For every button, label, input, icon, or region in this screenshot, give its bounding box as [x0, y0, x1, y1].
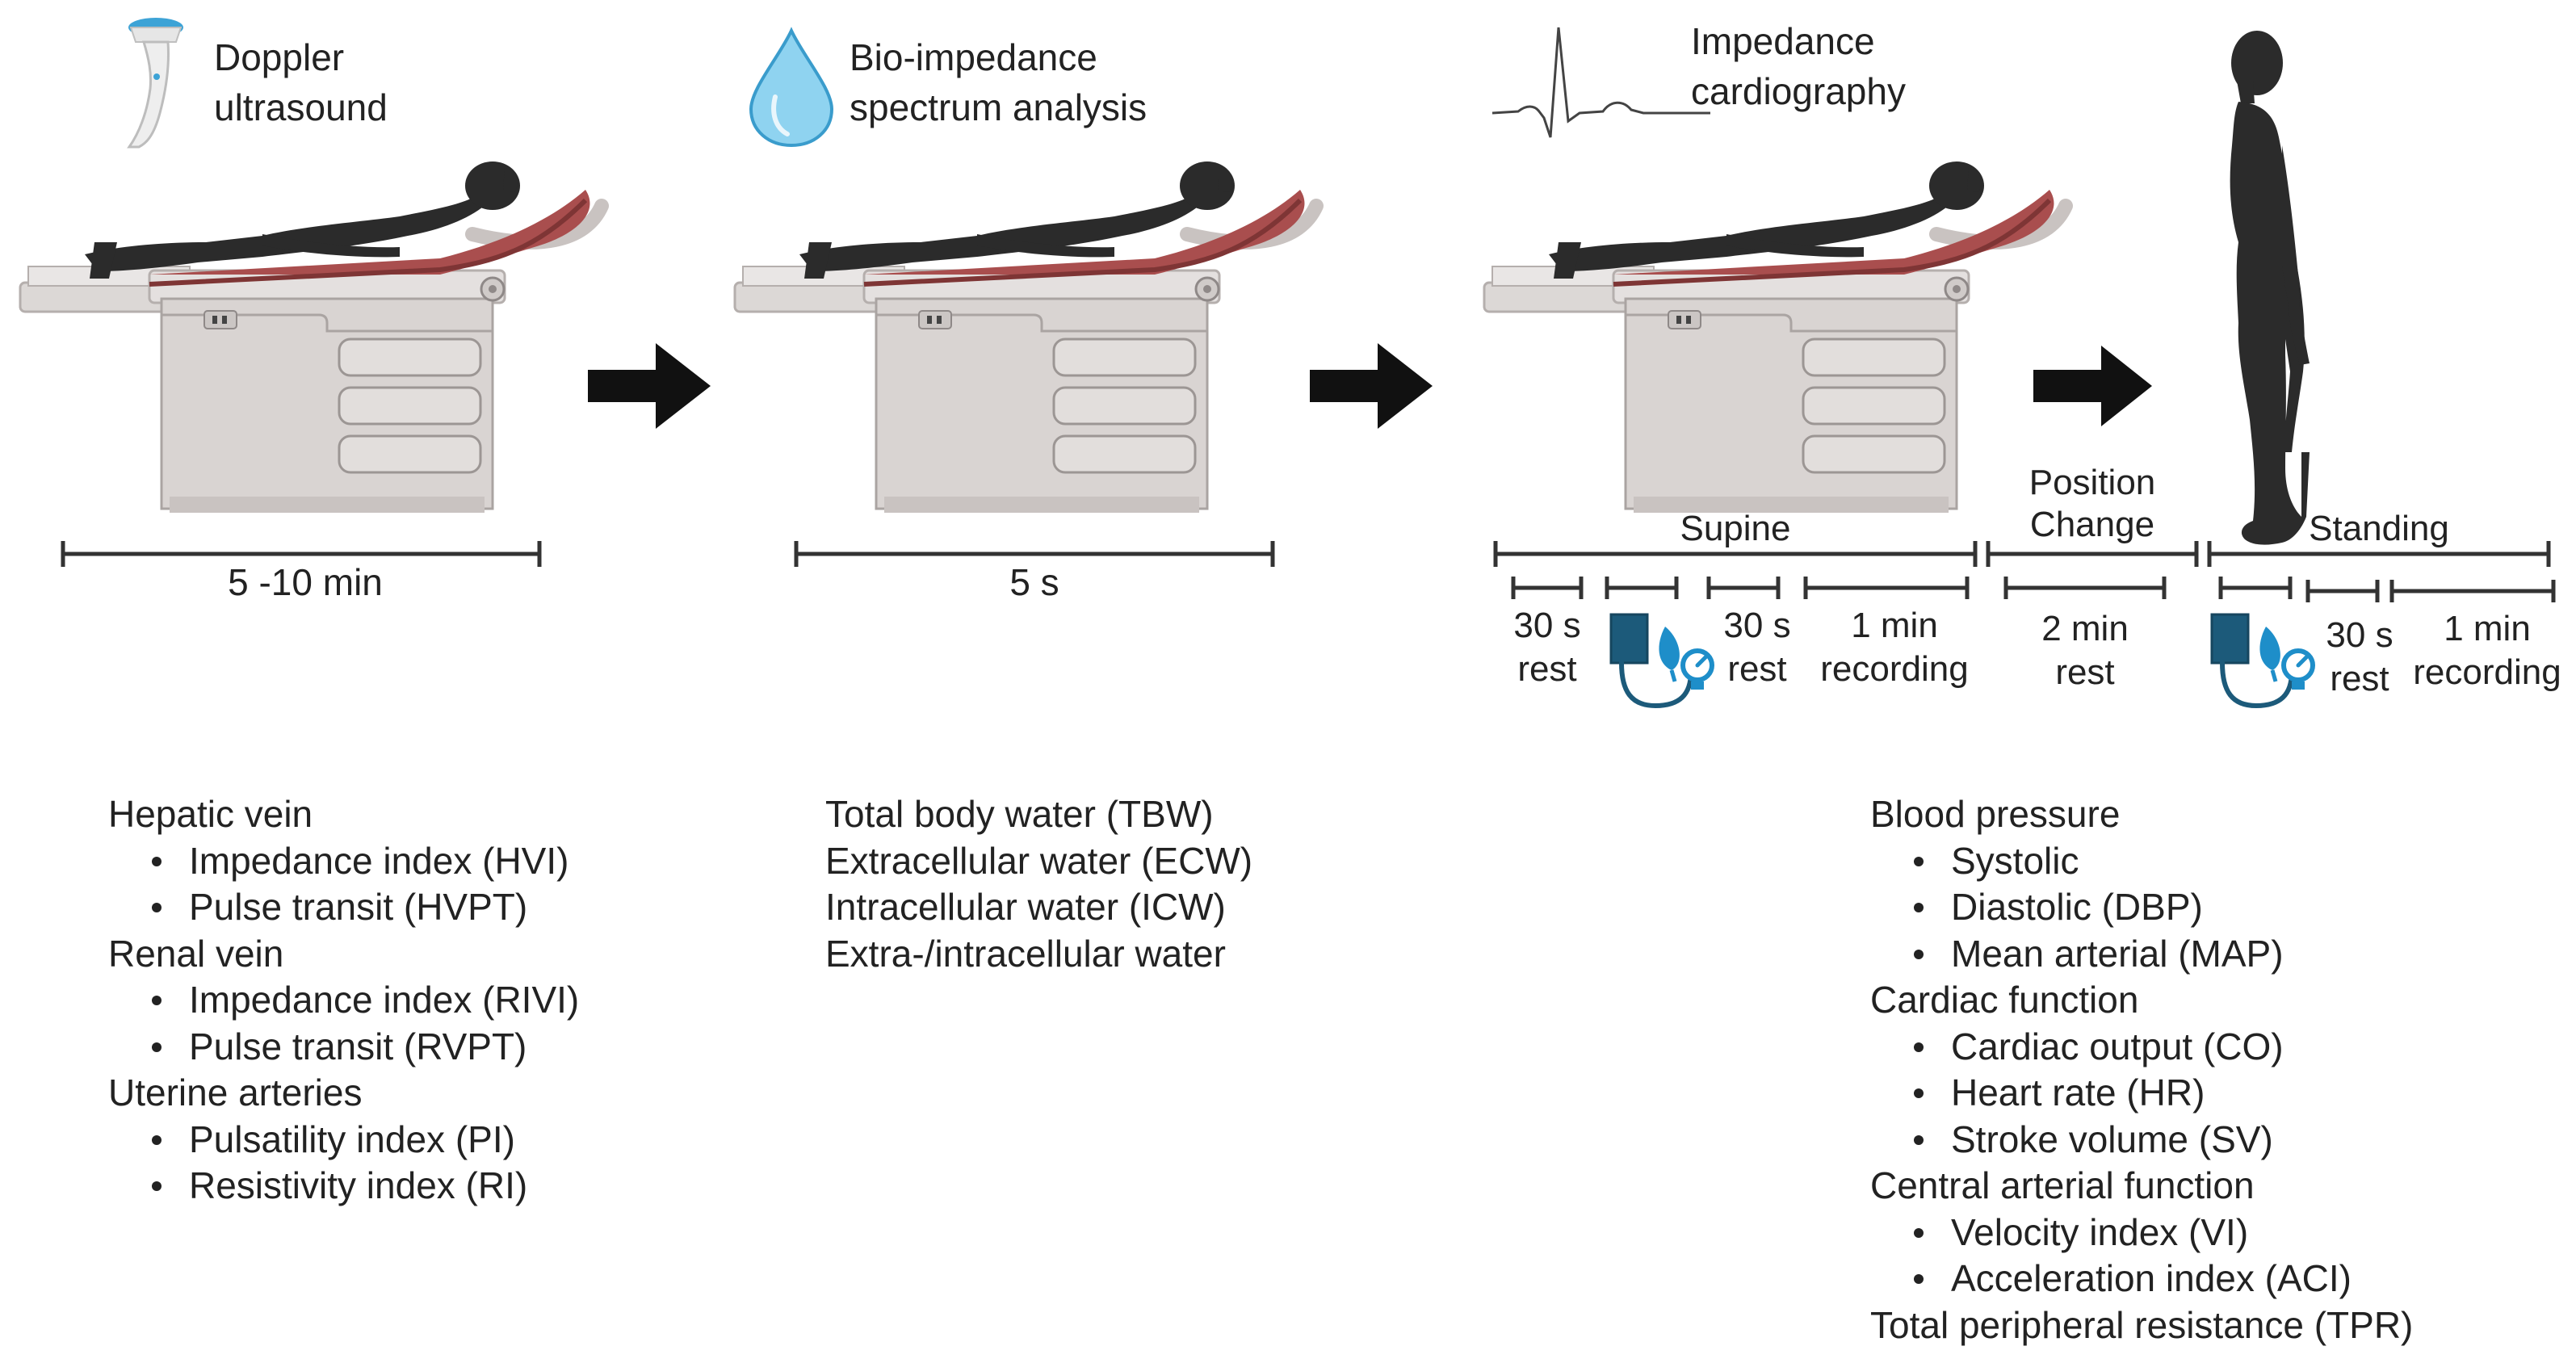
step-3-line2: recording — [1820, 649, 1969, 689]
doppler-title-line2: ultrasound — [214, 86, 388, 128]
doppler-duration: 5 -10 min — [228, 561, 383, 603]
list-heading: Central arterial function — [1870, 1164, 2255, 1206]
list-heading: Renal vein — [108, 932, 284, 975]
list-item: Pulse transit (RVPT) — [151, 1024, 579, 1071]
icg-title-line2: cardiography — [1691, 70, 1906, 112]
icg-measures-list: Blood pressure Systolic Diastolic (DBP) … — [1870, 791, 2413, 1348]
position-change-line2: Change — [2029, 505, 2155, 544]
list-item: Heart rate (HR) — [1913, 1070, 2413, 1117]
exam-bed-bia — [735, 161, 1316, 513]
list-item: Stroke volume (SV) — [1913, 1117, 2413, 1164]
list-item: Intracellular water (ICW) — [825, 886, 1226, 928]
doppler-measures-list: Hepatic vein Impedance index (HVI) Pulse… — [108, 791, 579, 1210]
list-item: Pulse transit (HVPT) — [151, 884, 579, 931]
exam-bed-icg — [1484, 161, 2066, 513]
position-change-line1: Position — [2028, 463, 2156, 502]
step-standing-recording: 1 min recording — [2398, 607, 2576, 694]
exam-bed-doppler — [20, 161, 602, 513]
doppler-title: Doppler ultrasound — [214, 32, 388, 132]
list-item: Systolic — [1913, 838, 2413, 885]
arrow-right-3 — [2033, 346, 2152, 426]
list-item: Mean arterial (MAP) — [1913, 931, 2413, 978]
step-2-line2: rest — [1727, 649, 1787, 689]
step-4-line1: 2 min — [2041, 609, 2129, 648]
list-item: Cardiac output (CO) — [1913, 1024, 2413, 1071]
bia-measures-list: Total body water (TBW) Extracellular wat… — [825, 791, 1252, 977]
bia-title-line1: Bio-impedance — [850, 36, 1097, 78]
list-heading: Uterine arteries — [108, 1072, 363, 1113]
blood-pressure-cuff-icon-supine — [1611, 614, 1712, 706]
step-supine-rest-1: 30 s rest — [1491, 604, 1604, 691]
cardiac-function-items: Cardiac output (CO) Heart rate (HR) Stro… — [1870, 1024, 2413, 1164]
hepatic-vein-items: Impedance index (HVI) Pulse transit (HVP… — [108, 838, 579, 931]
list-item: Impedance index (HVI) — [151, 838, 579, 885]
doppler-title-line1: Doppler — [214, 36, 345, 78]
supine-label: Supine — [1680, 509, 1791, 548]
step-5-line2: rest — [2330, 659, 2389, 698]
standing-label: Standing — [2309, 509, 2449, 548]
renal-vein-items: Impedance index (RIVI) Pulse transit (RV… — [108, 977, 579, 1070]
step-5-line1: 30 s — [2326, 615, 2393, 655]
list-item: Resistivity index (RI) — [151, 1163, 579, 1210]
arrow-right-1 — [588, 343, 711, 429]
arrow-right-2 — [1310, 343, 1433, 429]
timeline-brackets — [61, 541, 2556, 602]
step-1-line2: rest — [1517, 649, 1577, 689]
step-2-line1: 30 s — [1723, 606, 1791, 645]
step-6-line2: recording — [2413, 652, 2561, 692]
step-supine-rest-2: 30 s rest — [1701, 604, 1814, 691]
list-item: Acceleration index (ACI) — [1913, 1256, 2413, 1302]
blood-pressure-items: Systolic Diastolic (DBP) Mean arterial (… — [1870, 838, 2413, 978]
icg-title: Impedance cardiography — [1691, 16, 1906, 116]
step-supine-recording: 1 min recording — [1798, 604, 1991, 691]
bia-title-line2: spectrum analysis — [850, 86, 1147, 128]
step-4-line2: rest — [2055, 652, 2115, 692]
water-drop-icon — [749, 27, 834, 148]
ultrasound-probe-icon — [127, 18, 183, 149]
central-arterial-items: Velocity index (VI) Acceleration index (… — [1870, 1210, 2413, 1302]
list-item: Extracellular water (ECW) — [825, 839, 1253, 882]
standing-person-silhouette — [2230, 31, 2310, 545]
list-heading: Cardiac function — [1870, 979, 2139, 1021]
list-item: Total body water (TBW) — [825, 793, 1214, 835]
list-item: Impedance index (RIVI) — [151, 977, 579, 1024]
list-heading: Total peripheral resistance (TPR) — [1870, 1303, 2414, 1346]
list-item: Pulsatility index (PI) — [151, 1117, 579, 1164]
ecg-trace-icon — [1491, 27, 1710, 138]
list-heading: Hepatic vein — [108, 793, 313, 835]
icg-title-line1: Impedance — [1691, 20, 1875, 62]
list-heading: Blood pressure — [1870, 793, 2121, 835]
uterine-arteries-items: Pulsatility index (PI) Resistivity index… — [108, 1117, 579, 1210]
step-standing-rest: 30 s rest — [2303, 614, 2416, 701]
position-change-label: Position Change — [1975, 462, 2209, 546]
list-item: Velocity index (VI) — [1913, 1210, 2413, 1256]
bia-duration: 5 s — [1009, 561, 1059, 603]
bia-title: Bio-impedance spectrum analysis — [850, 32, 1147, 132]
step-3-line1: 1 min — [1851, 606, 1938, 645]
step-1-line1: 30 s — [1513, 606, 1581, 645]
list-item: Diastolic (DBP) — [1913, 884, 2413, 931]
step-position-rest: 2 min rest — [2004, 607, 2166, 694]
step-6-line1: 1 min — [2444, 609, 2531, 648]
list-item: Extra-/intracellular water — [825, 932, 1226, 975]
blood-pressure-cuff-icon-standing — [2212, 614, 2313, 706]
